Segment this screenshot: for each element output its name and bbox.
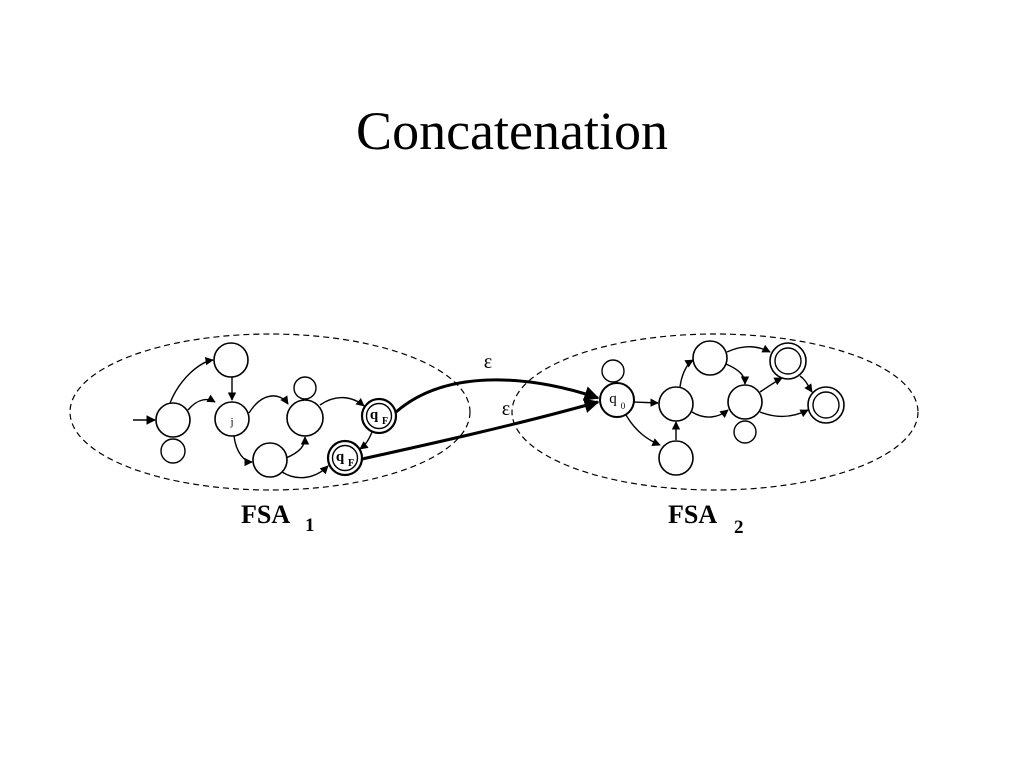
fsa2-state-a xyxy=(658,386,694,422)
fsa1-state-top xyxy=(213,342,249,378)
fsa2-subscript: 2 xyxy=(734,517,744,538)
edge-a-to-c xyxy=(691,409,729,419)
state-qF-upper-sub: F xyxy=(382,416,388,427)
edge-c-to-final-lower xyxy=(759,409,809,418)
edge-c-to-final-upper xyxy=(759,377,783,393)
state-qF-upper-label: q xyxy=(370,407,379,423)
fsa1-final-state-upper-inner xyxy=(365,402,393,430)
fsa1-final-state-lower-inner xyxy=(331,444,359,472)
edge-bottom-to-final-lower xyxy=(281,465,329,479)
edge-b-to-final-upper xyxy=(726,344,771,353)
state-qF-lower-label: q xyxy=(336,449,345,465)
edge-j-to-mid xyxy=(248,395,289,414)
fsa1-selfloop-mid xyxy=(293,376,317,400)
fsa2-selfloop-c xyxy=(733,420,757,444)
fsa2-state-q0 xyxy=(599,382,635,418)
epsilon-transition-lower xyxy=(361,398,600,461)
edge-final-upper-to-final-lower xyxy=(359,431,373,450)
fsa1-state-bottom xyxy=(252,442,288,478)
state-j-label: j xyxy=(229,416,233,428)
edge-j-to-bottom xyxy=(233,435,253,467)
fsa2-final-lower-inner xyxy=(812,391,840,419)
edge-mid-to-final-upper xyxy=(319,396,365,407)
edge-start-to-top xyxy=(169,357,214,404)
edge-b-to-c xyxy=(725,363,750,385)
fsa2-state-c xyxy=(727,384,763,420)
fsa2-label: FSA xyxy=(668,500,717,529)
fsa2-boundary xyxy=(511,333,919,491)
fsa1-state-start xyxy=(155,402,191,438)
fsa1-state-j xyxy=(214,401,250,437)
epsilon-transition-upper xyxy=(395,378,600,414)
slide-title: Concatenation xyxy=(356,101,668,161)
edge-final-upper-to-final-lower xyxy=(799,375,813,393)
fsa2-state-b xyxy=(692,340,728,376)
fsa1-state-mid-right xyxy=(286,399,324,437)
state-q0-sub: 0 xyxy=(621,401,626,411)
epsilon-lower-label: ε xyxy=(502,398,510,420)
state-qF-lower-sub: F xyxy=(348,458,354,469)
fsa2-selfloop-q0 xyxy=(601,359,625,383)
edge-start-to-j xyxy=(187,394,216,411)
fsa1-label: FSA xyxy=(241,500,290,529)
epsilon-upper-label: ε xyxy=(484,351,492,373)
fsa2-state-d xyxy=(658,440,694,476)
fsa2-final-upper-inner xyxy=(774,347,802,375)
state-q0-label: q xyxy=(609,391,617,407)
edge-bottom-to-mid xyxy=(285,436,310,459)
fsa1-boundary xyxy=(69,333,471,491)
fsa1-selfloop-start xyxy=(160,438,186,464)
edge-q0-to-d xyxy=(625,414,661,446)
edge-a-to-b xyxy=(679,359,694,388)
fsa1-subscript: 1 xyxy=(305,515,315,536)
edge-q0-to-a xyxy=(633,398,659,407)
